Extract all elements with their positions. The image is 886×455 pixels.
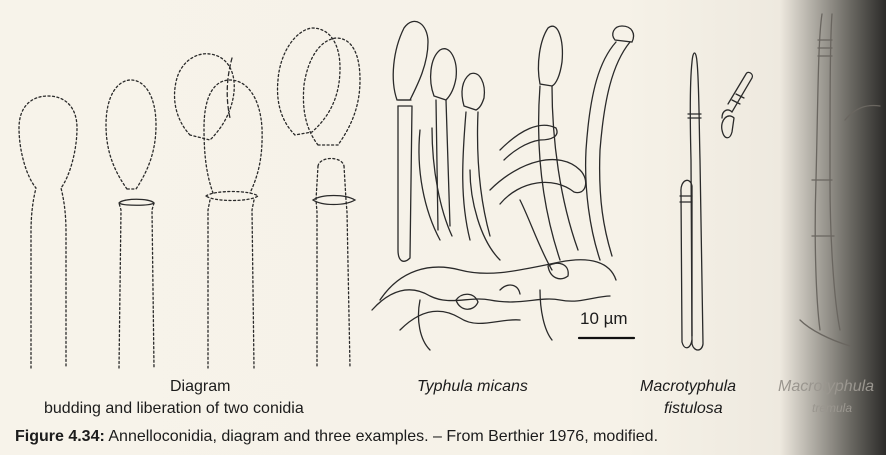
macrotyphula-fistulosa-genus: Macrotyphula xyxy=(640,377,736,396)
diagram-stage-2 xyxy=(106,80,156,368)
typhula-micans-drawing xyxy=(372,21,634,350)
diagram-title: Diagram xyxy=(170,377,230,396)
figure-number: Figure 4.34: xyxy=(15,428,105,445)
diagram-subtitle: budding and liberation of two conidia xyxy=(44,399,304,418)
macrotyphula-fistulosa-drawing xyxy=(680,53,752,350)
figure-caption: Figure 4.34: Annelloconidia, diagram and… xyxy=(15,428,658,446)
diagram-stage-4 xyxy=(278,28,360,368)
scale-bar-label: 10 µm xyxy=(580,309,628,329)
diagram-stage-3 xyxy=(175,54,263,368)
typhula-micans-label: Typhula micans xyxy=(417,377,528,396)
diagram-stage-1 xyxy=(19,96,77,368)
macrotyphula-fistulosa-species: fistulosa xyxy=(664,399,723,418)
macrotyphula-tremula-genus: Macrotyphula xyxy=(778,377,874,396)
macrotyphula-tremula-drawing xyxy=(800,14,880,346)
caption-text: Annelloconidia, diagram and three exampl… xyxy=(105,428,658,445)
annelloconidia-illustration xyxy=(0,0,886,420)
macrotyphula-tremula-species: tremula xyxy=(812,399,852,418)
